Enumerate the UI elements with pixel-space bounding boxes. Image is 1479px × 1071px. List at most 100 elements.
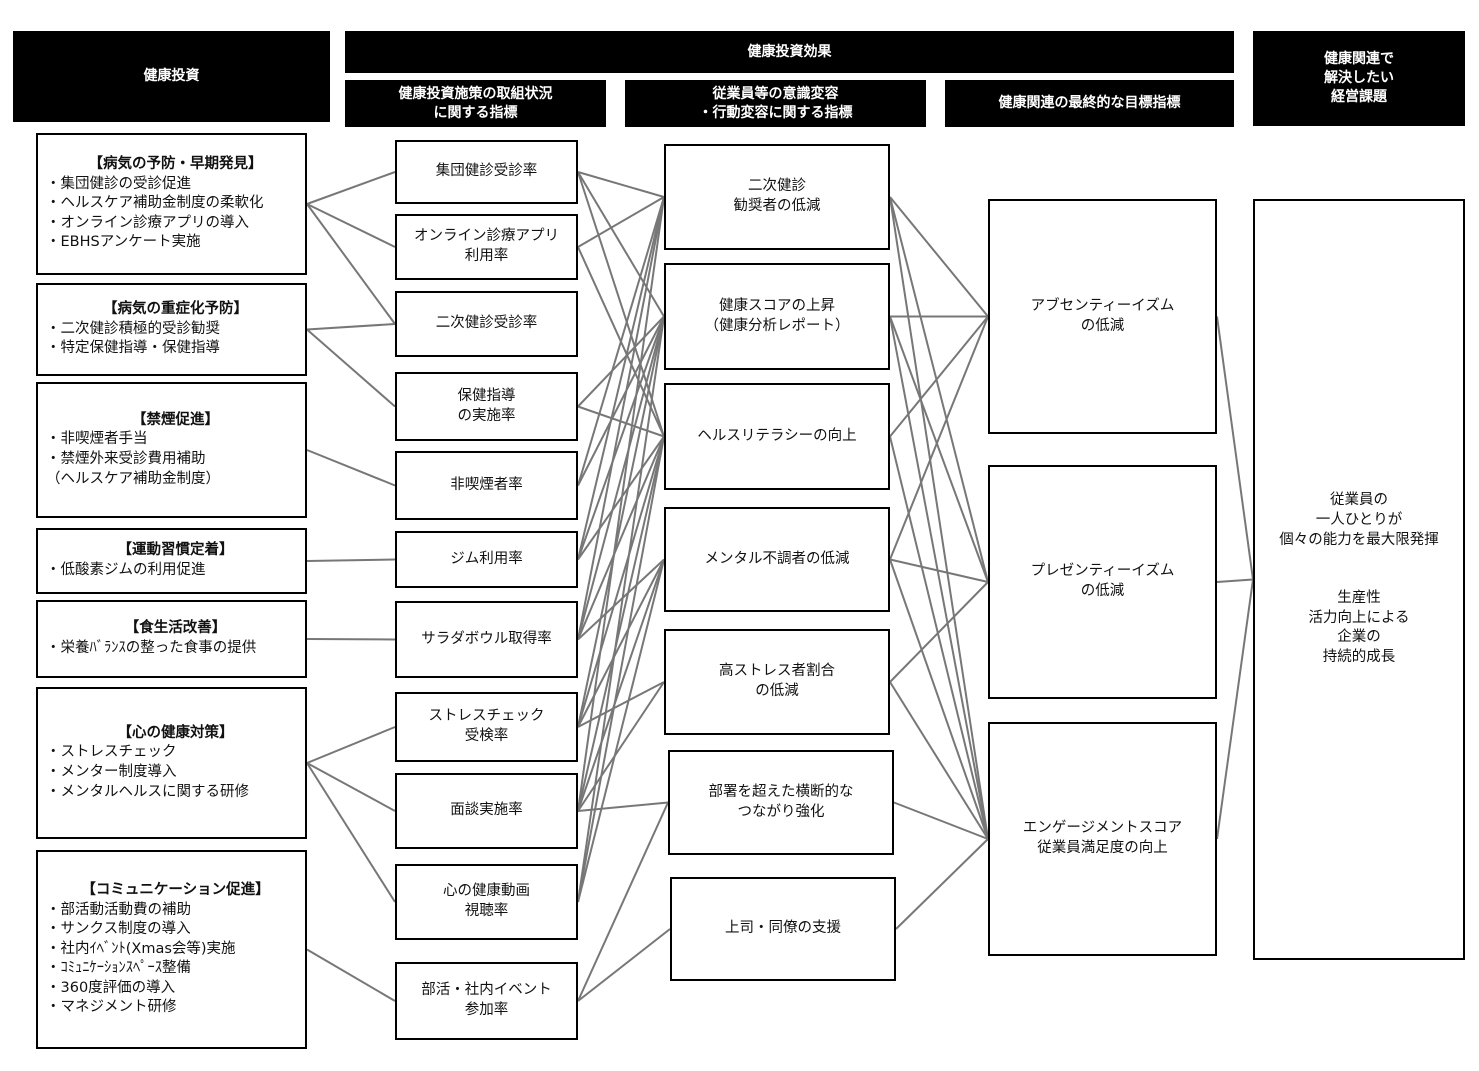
investment-item: ・栄養ﾊﾞﾗﾝｽの整った食事の提供 <box>46 640 257 656</box>
investment-title: 【病気の重症化予防】 <box>103 301 248 318</box>
final-goal-label: アブセンティーイズム の低減 <box>1030 297 1175 334</box>
header-investment: 健康投資 <box>13 31 330 122</box>
awareness-label: 高ストレス者割合 の低減 <box>719 663 835 699</box>
connector-line <box>306 203 396 325</box>
awareness-box: 高ストレス者割合 の低減 <box>664 629 890 735</box>
investment-item: ・メンタルヘルスに関する研修 <box>46 783 249 800</box>
header-awareness: 従業員等の意識変容 ・行動変容に関する指標 <box>625 80 926 127</box>
connector-line <box>306 638 396 641</box>
investment-item: ・特定保健指導・保健指導 <box>46 340 220 357</box>
connector-line <box>577 681 665 728</box>
investment-item: ・ｺﾐｭﾆｹｰｼｮﾝｽﾍﾟｰｽ整備 <box>46 960 191 977</box>
investment-title: 【食生活改善】 <box>124 620 227 637</box>
connector-line <box>306 948 396 1002</box>
connector-line <box>306 449 396 487</box>
connector-line <box>577 316 665 903</box>
connector-line <box>306 328 396 408</box>
measure-label: 部活・社内イベント 参加率 <box>421 982 552 1018</box>
awareness-label: ヘルスリテラシーの向上 <box>697 427 857 444</box>
connector-line <box>893 801 989 840</box>
connector-line <box>577 928 671 1002</box>
investment-title: 【運動習慣定着】 <box>117 542 234 559</box>
measure-box: 集団健診受診率 <box>395 140 578 204</box>
connector-line <box>1216 316 1254 580</box>
connector-line <box>577 436 665 640</box>
connector-line <box>577 436 665 812</box>
measure-label: 集団健診受診率 <box>435 163 538 180</box>
connector-line <box>577 436 665 903</box>
investment-item: ・禁煙外来受診費用補助 <box>46 451 206 467</box>
investment-title: 【病気の予防・早期発見】 <box>88 156 263 173</box>
final-goal-box: エンゲージメントスコア 従業員満足度の向上 <box>988 722 1217 956</box>
connector-line <box>577 316 665 728</box>
investment-item: ・360度評価の導入 <box>46 979 176 996</box>
connector-line <box>1216 578 1254 583</box>
measure-box: 心の健康動画 視聴率 <box>395 864 578 940</box>
connector-line <box>889 558 989 583</box>
connector-line <box>889 316 989 560</box>
measure-label: 心の健康動画 視聴率 <box>443 883 530 919</box>
connector-line <box>306 726 396 764</box>
investment-item: ・ヘルスケア補助金制度の柔軟化 <box>46 195 264 212</box>
measure-label: ストレスチェック 受検率 <box>428 708 545 744</box>
final-goal-label: エンゲージメントスコア 従業員満足度の向上 <box>1022 820 1183 856</box>
connector-line <box>306 762 396 812</box>
final-goal-label: プレゼンティーイズム の低減 <box>1030 563 1175 599</box>
measure-box: オンライン診療アプリ 利用率 <box>395 214 578 280</box>
measure-box: 保健指導 の実施率 <box>395 372 578 441</box>
measure-label: 保健指導 の実施率 <box>457 387 516 424</box>
connector-line <box>577 171 665 198</box>
connector-line <box>306 171 396 205</box>
header-effect: 健康投資効果 <box>345 31 1234 73</box>
measure-box: サラダボウル取得率 <box>395 601 578 678</box>
awareness-box: ヘルスリテラシーの向上 <box>664 383 890 490</box>
investment-box: 【病気の予防・早期発見】・集団健診の受診促進・ヘルスケア補助金制度の柔軟化・オン… <box>36 133 307 275</box>
measure-box: 二次健診受診率 <box>395 291 578 357</box>
investment-box: 【コミュニケーション促進】・部活動活動費の補助・サンクス制度の導入・社内ｲﾍﾞﾝ… <box>36 850 307 1049</box>
final-goal-box: プレゼンティーイズム の低減 <box>988 465 1217 699</box>
measure-box: 非喫煙者率 <box>395 451 578 520</box>
connector-line <box>577 681 665 812</box>
awareness-box: 二次健診 勧奨者の低減 <box>664 144 890 250</box>
connector-line <box>577 802 669 1002</box>
measure-label: 面談実施率 <box>450 802 523 819</box>
awareness-box: 健康スコアの上昇 （健康分析レポート） <box>664 263 890 370</box>
investment-item: ・EBHSアンケート実施 <box>46 234 201 251</box>
connector-line <box>306 203 396 248</box>
awareness-label: 部署を超えた横断的な つながり強化 <box>708 783 854 820</box>
measure-label: 二次健診受診率 <box>435 315 538 332</box>
connector-line <box>889 681 989 840</box>
connector-line <box>889 436 989 840</box>
investment-title: 【禁煙促進】 <box>132 411 219 428</box>
connector-line <box>577 559 665 812</box>
connector-line <box>577 196 665 248</box>
connector-line <box>889 196 989 318</box>
connector-line <box>889 581 989 683</box>
investment-item: ・社内ｲﾍﾞﾝﾄ(Xmas会等)実施 <box>46 940 236 957</box>
measure-box: 面談実施率 <box>395 773 578 849</box>
management-issue-box: 従業員の 一人ひとりが 個々の能力を最大限発揮 生産性 活力向上による 企業の … <box>1253 199 1465 960</box>
connector-line <box>577 558 665 641</box>
awareness-box: メンタル不調者の低減 <box>664 507 890 612</box>
investment-item: ・部活動活動費の補助 <box>46 901 191 918</box>
investment-item: ・ストレスチェック <box>46 744 177 761</box>
investment-box: 【食生活改善】・栄養ﾊﾞﾗﾝｽの整った食事の提供 <box>36 600 307 678</box>
measure-box: ストレスチェック 受検率 <box>395 692 578 762</box>
header-management: 健康関連で 解決したい 経営課題 <box>1253 31 1465 126</box>
connector-line <box>577 196 665 486</box>
connector-line <box>577 196 665 812</box>
connector-line <box>889 316 989 583</box>
investment-item: ・二次健診積極的受診勧奨 <box>46 320 220 337</box>
investment-item: （ヘルスケア補助金制度） <box>46 470 220 487</box>
connector-line <box>577 559 665 728</box>
investment-item: ・集団健診の受診促進 <box>46 175 191 192</box>
connector-line <box>577 316 665 640</box>
investment-title: 【コミュニケーション促進】 <box>81 882 270 899</box>
connector-line <box>577 196 665 560</box>
awareness-box: 部署を超えた横断的な つながり強化 <box>668 750 894 855</box>
measure-label: オンライン診療アプリ 利用率 <box>414 228 559 264</box>
investment-item: ・メンター制度導入 <box>46 764 177 780</box>
awareness-box: 上司・同僚の支援 <box>670 877 896 981</box>
investment-item: ・マネジメント研修 <box>46 999 177 1016</box>
